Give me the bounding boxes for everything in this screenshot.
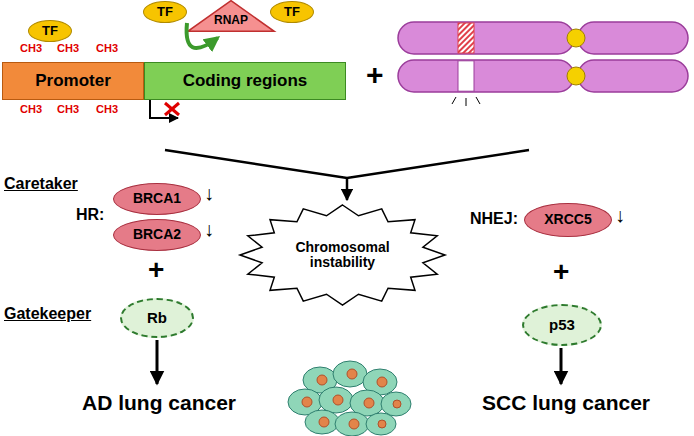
suppressor-ellipse: p53: [522, 304, 602, 346]
down-arrow: ↓: [615, 205, 625, 225]
node-text: BRCA1: [133, 191, 181, 206]
methyl-label: CH3: [20, 104, 42, 115]
pathway-label: NHEJ:: [470, 211, 518, 227]
node-text: Rb: [147, 310, 167, 327]
node-text: Chromosomal instability: [292, 240, 393, 271]
factor-ellipse: TF: [143, 1, 187, 23]
gene-ellipse: BRCA1: [113, 183, 201, 215]
cell-cluster: [288, 361, 411, 436]
burst-shape: Chromosomal instability: [240, 205, 445, 305]
recruitment-arrow: [187, 23, 218, 48]
node-text: BRCA2: [133, 227, 181, 242]
node-text: TF: [284, 5, 300, 19]
transcription-start-arrow: [150, 100, 178, 118]
factor-ellipse: TF: [28, 20, 72, 42]
outcome-label: AD lung cancer: [82, 392, 236, 413]
node-text: RNAP: [214, 14, 248, 27]
coding-box: Coding regions: [144, 62, 346, 100]
methyl-label: CH3: [57, 43, 79, 54]
block-cross: [165, 103, 179, 115]
plus-sign: +: [366, 60, 384, 90]
outcome-label: SCC lung cancer: [482, 392, 650, 413]
outcome-arrow: [156, 340, 159, 384]
promoter-box: Promoter: [2, 62, 144, 100]
node-text: TF: [157, 5, 173, 19]
methyl-label: CH3: [96, 104, 118, 115]
node-text: p53: [549, 317, 575, 334]
gene-ellipse: BRCA2: [113, 219, 201, 251]
down-arrow: ↓: [204, 219, 214, 239]
gene-ellipse: XRCC5: [524, 203, 612, 237]
chromosome-pair: [398, 22, 688, 106]
plus-sign: +: [553, 258, 569, 286]
polymerase-triangle: RNAP: [186, 0, 276, 32]
outline-polygon: [240, 205, 445, 305]
outline-polygon: [188, 1, 274, 32]
node-text: Promoter: [35, 72, 111, 91]
factor-ellipse: TF: [270, 1, 314, 23]
outcome-arrow: [560, 348, 563, 384]
methyl-label: CH3: [96, 43, 118, 54]
methyl-label: CH3: [20, 43, 42, 54]
pathway-label: HR:: [76, 207, 104, 223]
role-label: Caretaker: [4, 176, 78, 192]
node-text: XRCC5: [544, 212, 591, 227]
role-label: Gatekeeper: [4, 306, 91, 322]
suppressor-ellipse: Rb: [120, 298, 194, 338]
down-arrow: ↓: [204, 183, 214, 203]
node-text: TF: [42, 24, 58, 38]
node-text: Coding regions: [183, 72, 308, 91]
plus-sign: +: [148, 256, 164, 284]
converging-arrow: [165, 150, 529, 200]
methyl-label: CH3: [57, 104, 79, 115]
